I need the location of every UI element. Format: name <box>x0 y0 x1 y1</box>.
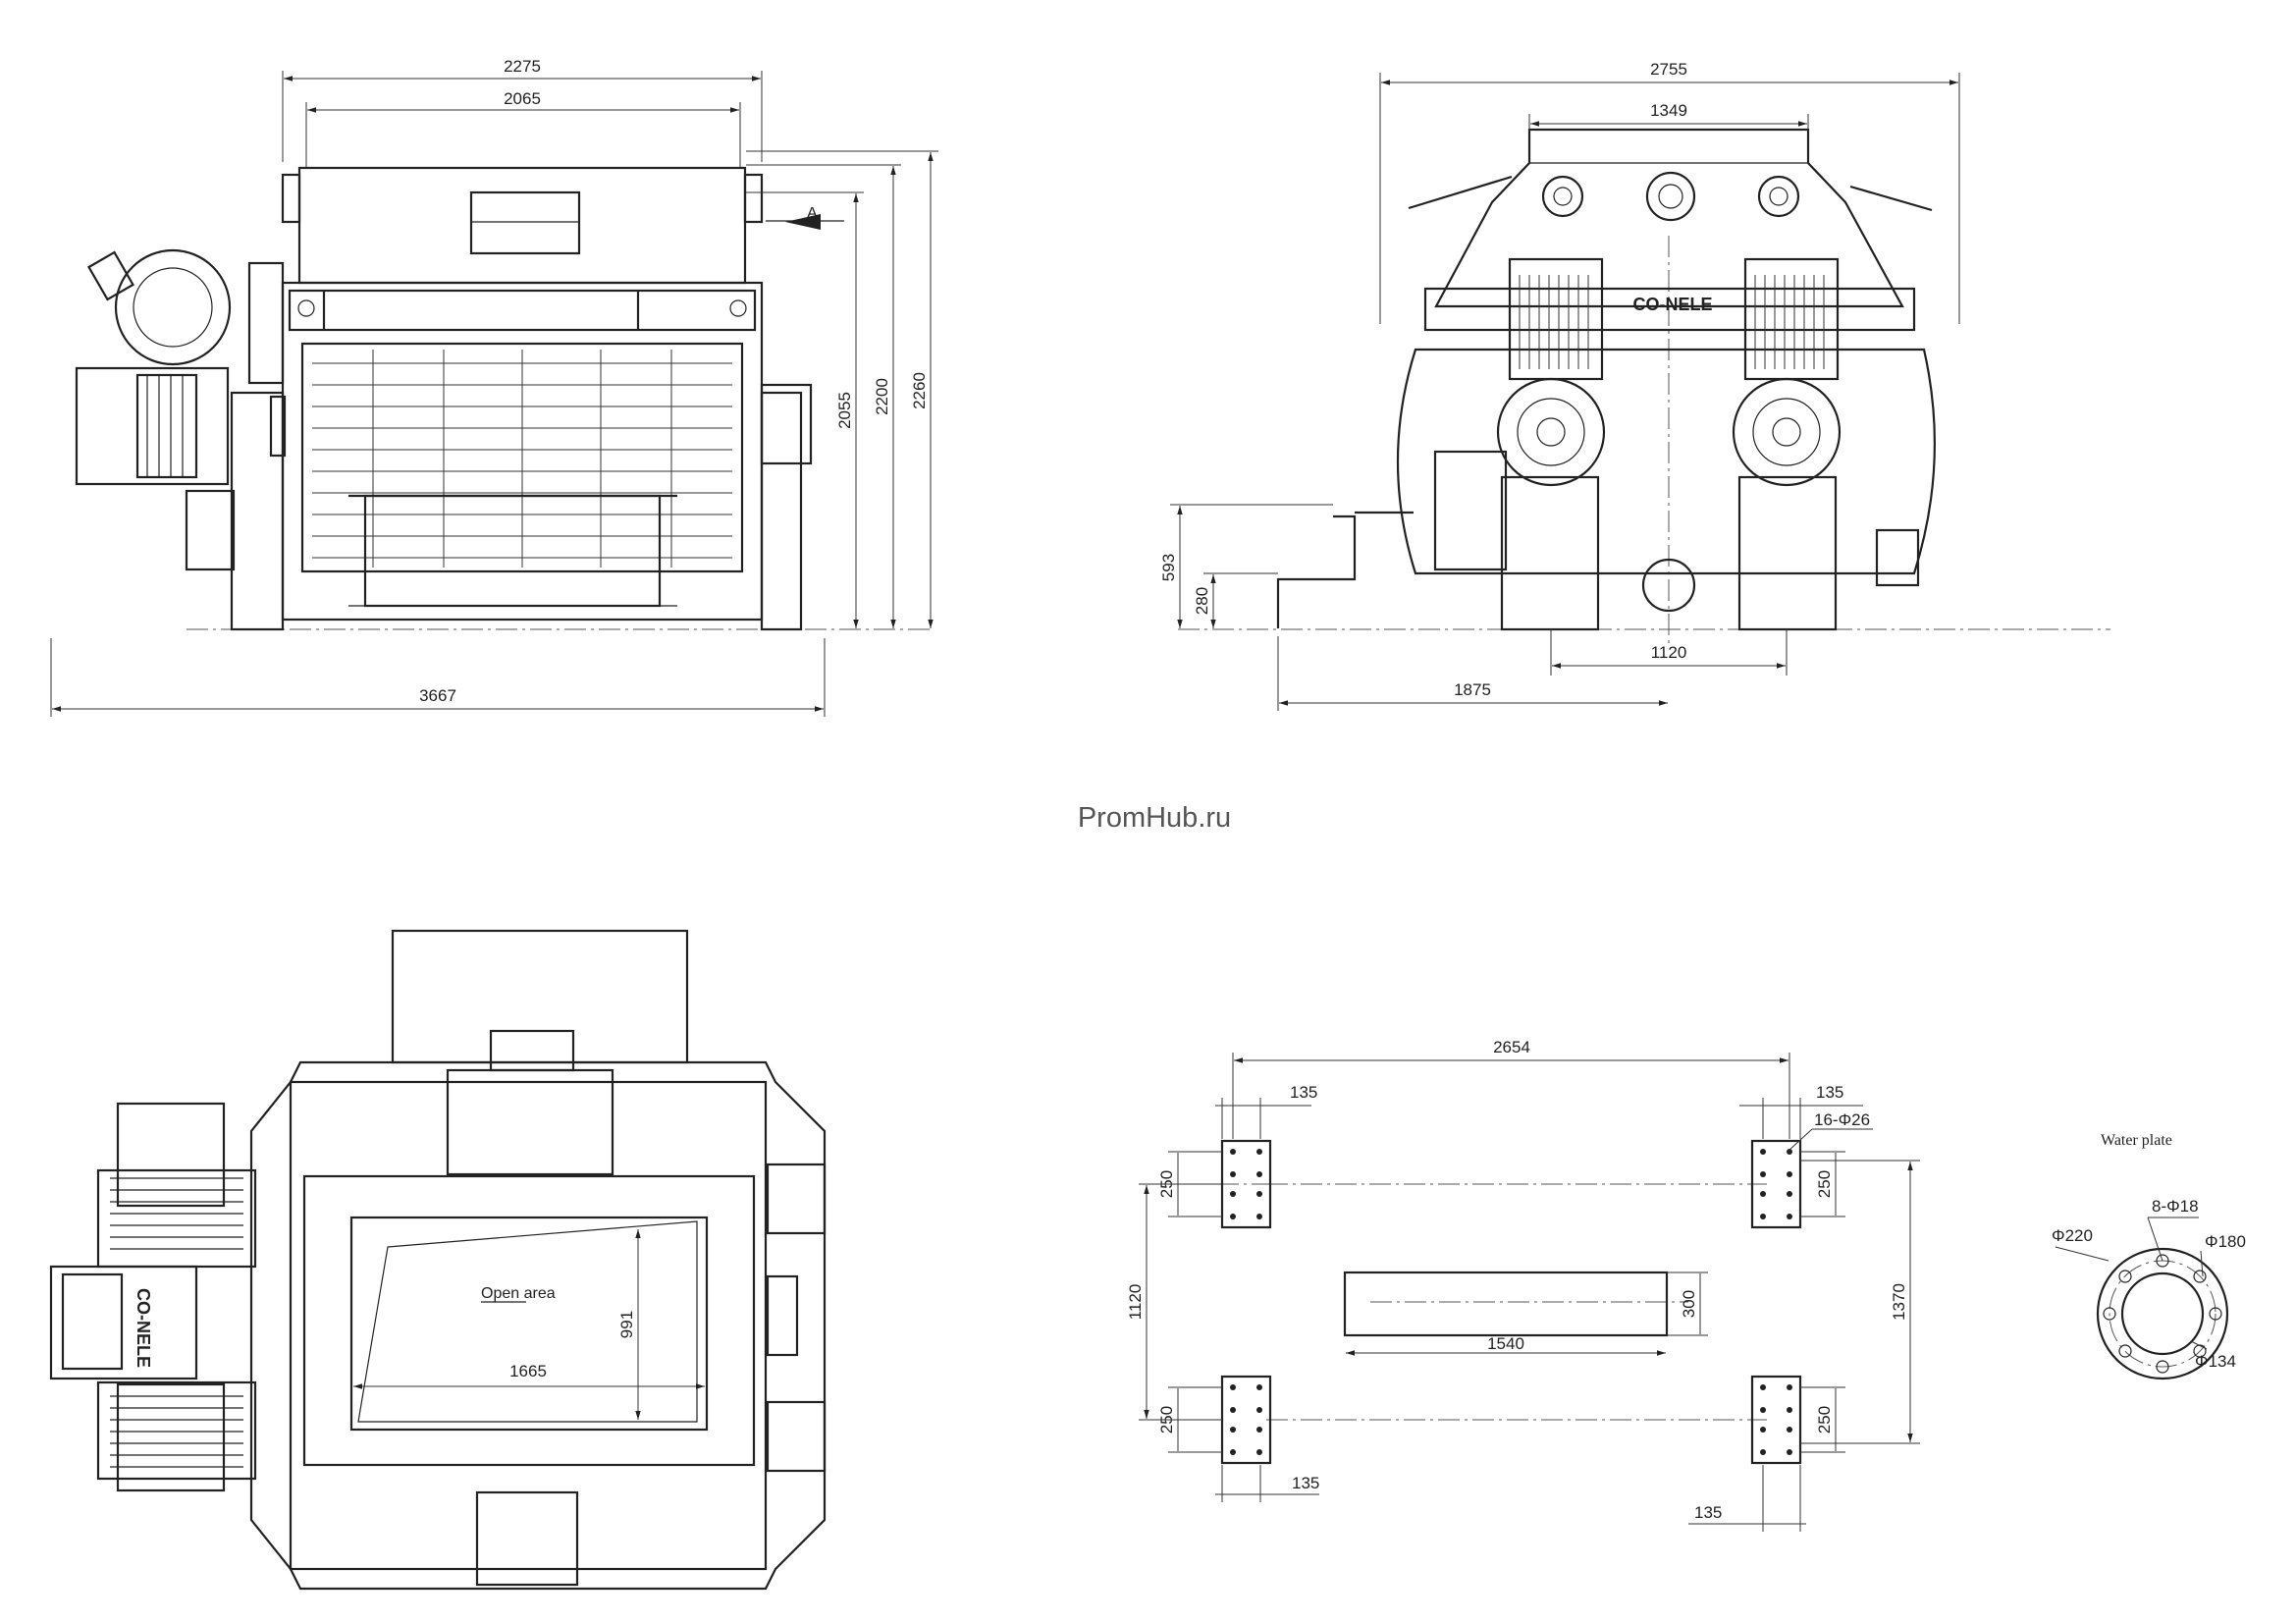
plate-inner <box>2120 1271 2205 1356</box>
top-view: Open area 1665 991 CO-NELE <box>49 929 827 1591</box>
side-brand-label: CO-NELE <box>1633 295 1713 314</box>
dim-total-length: 3667 <box>419 686 456 705</box>
center-beam <box>1343 1271 1669 1337</box>
dim-plate-bolt-circle: Φ180 <box>2205 1232 2246 1251</box>
plate-outer <box>2096 1247 2229 1380</box>
dim-outer-spacing: 1370 <box>1890 1283 1908 1321</box>
dim-pad-br: 135 <box>1694 1503 1722 1522</box>
front-view: A 2275 2065 3667 2055 2200 2260 <box>50 57 938 717</box>
dim-pad-tl: 135 <box>1290 1083 1317 1102</box>
dim-pad-tr: 135 <box>1816 1083 1843 1102</box>
dim-pad-bl: 135 <box>1292 1474 1319 1492</box>
dim-beam-height: 300 <box>1680 1290 1698 1318</box>
dim-plate-inner: Φ134 <box>2195 1352 2236 1371</box>
dim-foundation-length: 2654 <box>1493 1038 1530 1056</box>
dim-open-width: 1665 <box>509 1362 547 1380</box>
plate-bolt-holes <box>2103 1254 2222 1374</box>
panel-slots <box>312 350 732 568</box>
dim-open-height: 991 <box>617 1311 636 1338</box>
top-drive-fins <box>110 1177 243 1468</box>
dim-pad-h-tr: 250 <box>1815 1170 1834 1198</box>
water-plate: Water plate 8-Φ18 Φ220 Φ180 Φ134 <box>2052 1132 2246 1380</box>
section-mark: A <box>807 205 818 222</box>
pad-bottom-right <box>1750 1375 1802 1465</box>
dim-h-platform: 280 <box>1193 587 1211 615</box>
dim-plate-bolts: 8-Φ18 <box>2152 1197 2199 1216</box>
dim-inner-spacing: 1120 <box>1126 1284 1145 1321</box>
dim-h-outlet: 593 <box>1159 554 1178 581</box>
dim-holes: 16-Φ26 <box>1814 1110 1870 1129</box>
side-view: CO-NELE <box>1159 60 2110 711</box>
dim-pad-h-br: 250 <box>1815 1406 1834 1434</box>
dim-width-top: 2275 <box>504 57 541 76</box>
dim-shaft-gap: 1120 <box>1651 643 1687 662</box>
dim-plate-outer: Φ220 <box>2052 1226 2093 1245</box>
bolt-holes <box>1230 1149 1792 1455</box>
dim-length-outlet: 1875 <box>1454 680 1491 699</box>
watermark: PromHub.ru <box>1078 802 1231 834</box>
gearbox-fins <box>1519 275 1825 369</box>
top-brand-label: CO-NELE <box>133 1288 153 1368</box>
open-area-label: Open area <box>481 1285 556 1302</box>
dim-h-mid: 2200 <box>873 378 891 415</box>
dim-h-total: 2260 <box>910 372 929 409</box>
dim-width-inner: 2065 <box>504 89 541 108</box>
dim-side-width-total: 2755 <box>1650 60 1687 79</box>
foundation-plan: 2654 135 135 16-Φ26 250 250 250 250 1120 <box>1126 1038 1920 1532</box>
dim-h-body: 2055 <box>835 392 854 429</box>
pad-bottom-left <box>1220 1375 1272 1465</box>
dim-beam-length: 1540 <box>1487 1334 1524 1353</box>
pad-top-right <box>1750 1139 1802 1229</box>
dim-side-width-top: 1349 <box>1650 101 1687 120</box>
water-plate-title: Water plate <box>2101 1132 2172 1149</box>
